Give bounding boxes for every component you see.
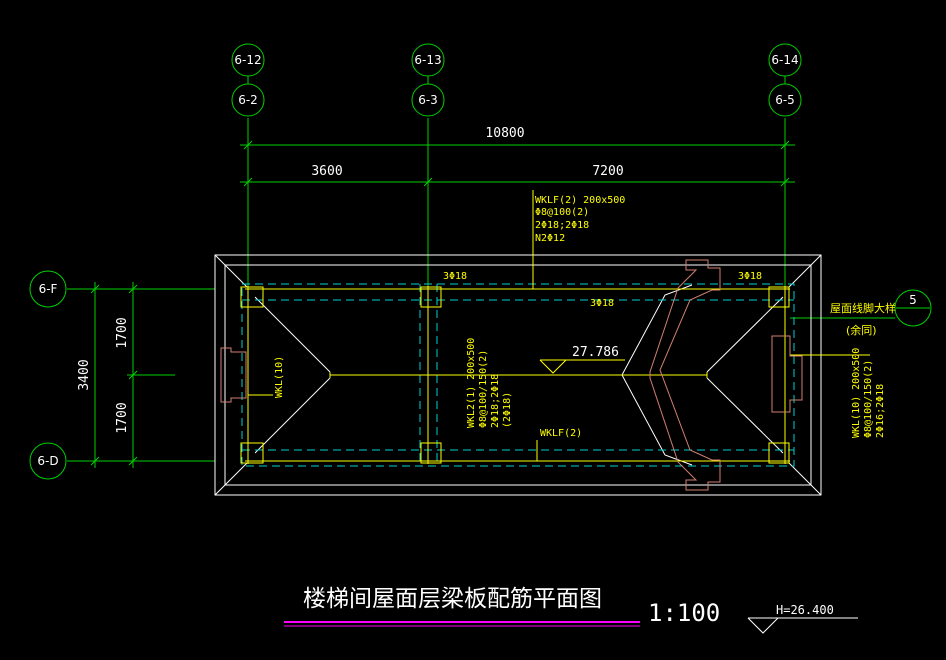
dim-top-seg2: 7200: [592, 164, 623, 179]
annot-wkl10-right-line1: WKL(10) 200x500: [851, 348, 862, 438]
axis-label-6-F: 6-F: [39, 282, 58, 296]
annot-wklf2-line4: N2Φ12: [535, 233, 565, 244]
slab-dash-lines: [241, 283, 795, 467]
annot-rebar-top-right: 3Φ18: [738, 271, 762, 282]
axis-bubble-6-12: [231, 43, 265, 117]
annot-wklf2-lower: WKLF(2): [540, 428, 582, 439]
axis-label-6-5: 6-5: [775, 93, 795, 107]
annot-wklf2-line2: Φ8@100(2): [535, 207, 589, 218]
beam-lines: [245, 190, 870, 464]
dim-top-seg1: 3600: [311, 164, 342, 179]
height-marker: [747, 617, 858, 634]
height-label: H=26.400: [776, 603, 834, 617]
annot-wkl2-line3: 2Φ18;2Φ18: [490, 374, 501, 428]
drawing-title: 楼梯间屋面层梁板配筋平面图: [303, 586, 602, 612]
roof-outline: [214, 254, 822, 496]
axis-bubble-6-D: [29, 442, 67, 480]
dim-left-seg1: 1700: [115, 317, 130, 348]
roof-ridges: [254, 284, 784, 466]
annot-parapet-ref-sub: (余同): [846, 323, 877, 337]
axis-label-6-3: 6-3: [418, 93, 438, 107]
ref-bubble-5: [894, 289, 932, 327]
annot-wklf2-line1: WKLF(2) 200x500: [535, 195, 625, 206]
annot-wklf2-line3: 2Φ18;2Φ18: [535, 220, 589, 231]
axis-bubble-6-F: [29, 270, 67, 308]
annot-wkl2-line4: (2Φ18): [502, 392, 513, 428]
annot-wkl10-right-line3: 2Φ16;2Φ18: [875, 384, 886, 438]
axis-label-6-D: 6-D: [37, 454, 58, 468]
columns: [240, 286, 790, 464]
annot-wkl2-line1: WKL2(1) 200x500: [466, 338, 477, 428]
elevation-label: 27.786: [572, 345, 619, 360]
brick-hatch: [220, 259, 803, 491]
dim-left-seg2: 1700: [115, 402, 130, 433]
annot-rebar-top-left: 3Φ18: [443, 271, 467, 282]
axis-lines: [67, 118, 895, 468]
dim-top-total: 10800: [485, 126, 524, 141]
ref-label-5: 5: [909, 293, 917, 307]
annot-rebar-mid: 3Φ18: [590, 298, 614, 309]
annot-parapet-ref: 屋面线脚大样: [830, 301, 896, 315]
axis-bubble-6-13: [411, 43, 445, 117]
annot-wkl10-right-line2: Φ8@100/150(2): [863, 360, 874, 438]
dim-left-total: 3400: [77, 359, 92, 390]
axis-label-6-13: 6-13: [414, 53, 441, 67]
annot-wkl2-line2: Φ8@100/150(2): [478, 350, 489, 428]
axis-label-6-2: 6-2: [238, 93, 258, 107]
axis-label-6-14: 6-14: [771, 53, 798, 67]
axis-label-6-12: 6-12: [234, 53, 261, 67]
drawing-scale: 1:100: [648, 599, 720, 627]
axis-bubble-6-14: [768, 43, 802, 117]
annot-wkl10-left: WKL(10): [274, 356, 285, 398]
